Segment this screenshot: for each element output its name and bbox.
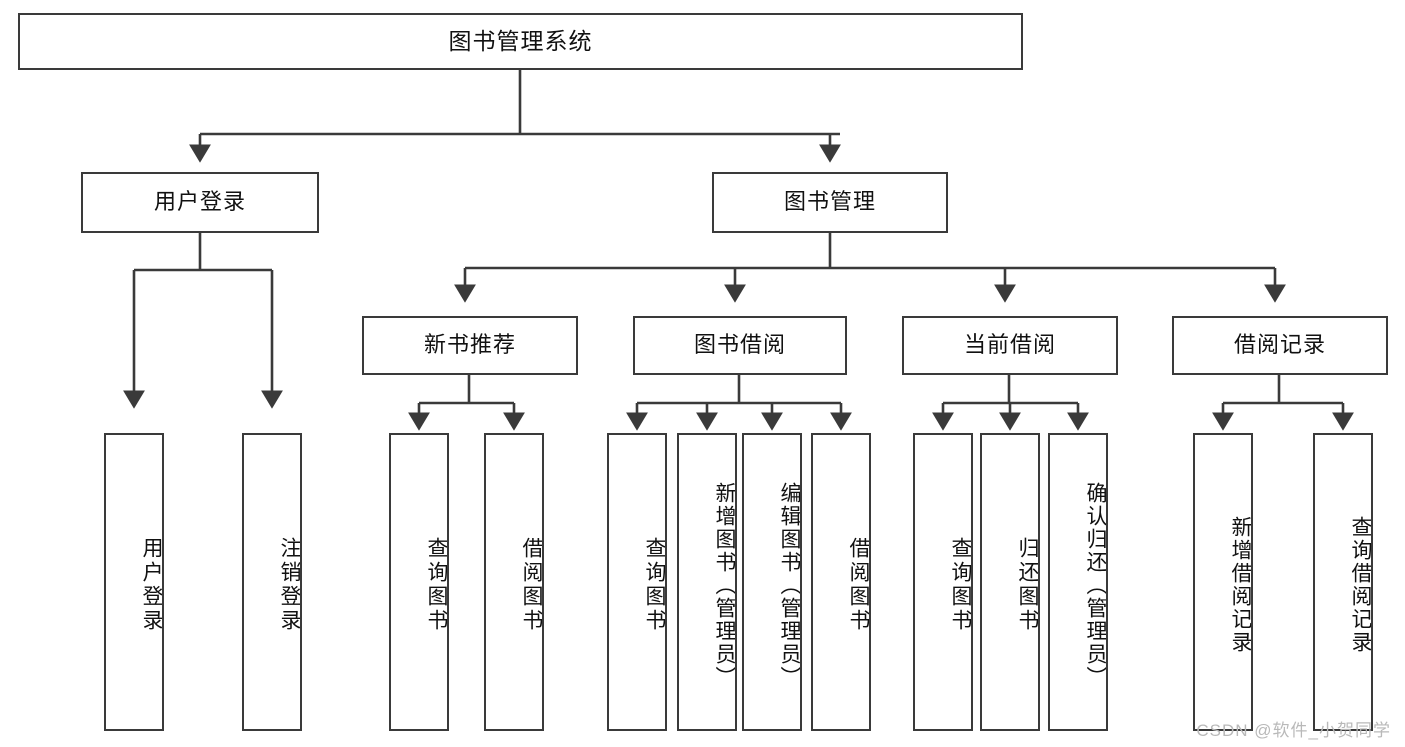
leaf-query-book-2-label: 查询图书 bbox=[643, 537, 666, 633]
leaf-query-record-label: 查询借阅记录 bbox=[1349, 516, 1372, 654]
leaf-query-book-3[interactable]: 查询图书 bbox=[913, 433, 973, 731]
leaf-borrow-book-1-label: 借阅图书 bbox=[520, 537, 543, 633]
node-current-borrow[interactable]: 当前借阅 bbox=[902, 316, 1118, 375]
node-current-borrow-label: 当前借阅 bbox=[963, 332, 1056, 358]
leaf-borrow-book-2[interactable]: 借阅图书 bbox=[811, 433, 871, 731]
leaf-borrow-book-2-label: 借阅图书 bbox=[847, 537, 870, 633]
leaf-return-book-label: 归还图书 bbox=[1016, 537, 1039, 633]
leaf-confirm-return-label: 确认归还（管理员） bbox=[1084, 481, 1107, 689]
leaf-query-book-2[interactable]: 查询图书 bbox=[607, 433, 667, 731]
leaf-logout-label: 注销登录 bbox=[278, 537, 301, 633]
node-borrow-record-label: 借阅记录 bbox=[1233, 332, 1326, 358]
leaf-query-book-1-label: 查询图书 bbox=[425, 537, 448, 633]
leaf-user-login[interactable]: 用户登录 bbox=[104, 433, 164, 731]
leaf-query-book-3-label: 查询图书 bbox=[949, 537, 972, 633]
node-book-borrow-label: 图书借阅 bbox=[693, 332, 786, 358]
leaf-return-book[interactable]: 归还图书 bbox=[980, 433, 1040, 731]
node-new-book-rec[interactable]: 新书推荐 bbox=[362, 316, 578, 375]
node-user-login[interactable]: 用户登录 bbox=[81, 172, 319, 233]
csdn-watermark: CSDN @软件_小贺同学 bbox=[1196, 721, 1391, 740]
leaf-edit-book[interactable]: 编辑图书（管理员） bbox=[742, 433, 802, 731]
leaf-add-record-label: 新增借阅记录 bbox=[1229, 516, 1252, 654]
leaf-add-book[interactable]: 新增图书（管理员） bbox=[677, 433, 737, 731]
leaf-logout[interactable]: 注销登录 bbox=[242, 433, 302, 731]
leaf-add-book-label: 新增图书（管理员） bbox=[713, 481, 736, 689]
node-book-manage-label: 图书管理 bbox=[783, 189, 876, 215]
node-root[interactable]: 图书管理系统 bbox=[18, 13, 1023, 70]
leaf-edit-book-label: 编辑图书（管理员） bbox=[778, 481, 801, 689]
node-user-login-label: 用户登录 bbox=[153, 189, 246, 215]
leaf-query-book-1[interactable]: 查询图书 bbox=[389, 433, 449, 731]
leaf-user-login-label: 用户登录 bbox=[140, 537, 163, 633]
node-borrow-record[interactable]: 借阅记录 bbox=[1172, 316, 1388, 375]
leaf-add-record[interactable]: 新增借阅记录 bbox=[1193, 433, 1253, 731]
node-book-manage[interactable]: 图书管理 bbox=[712, 172, 948, 233]
leaf-query-record[interactable]: 查询借阅记录 bbox=[1313, 433, 1373, 731]
node-book-borrow[interactable]: 图书借阅 bbox=[633, 316, 847, 375]
node-root-label: 图书管理系统 bbox=[448, 27, 593, 54]
leaf-confirm-return[interactable]: 确认归还（管理员） bbox=[1048, 433, 1108, 731]
node-new-book-rec-label: 新书推荐 bbox=[423, 332, 516, 358]
leaf-borrow-book-1[interactable]: 借阅图书 bbox=[484, 433, 544, 731]
